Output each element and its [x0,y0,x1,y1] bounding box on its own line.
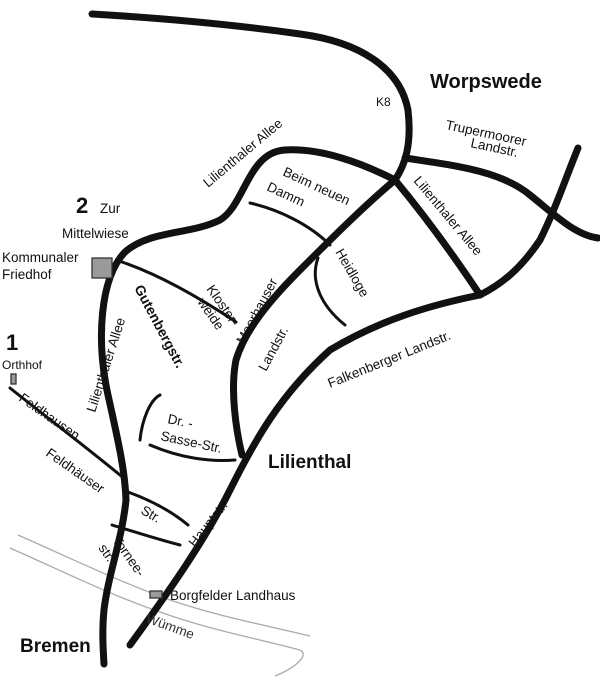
marker-2-text-2: Mittelwiese [62,226,129,241]
marker-2-text-1: Zur [100,201,121,216]
minor-roads [8,201,347,547]
place-lilienthal: Lilienthal [268,452,351,473]
road-lilienthaler-allee-bottom [99,496,130,668]
friedhof-marker [91,257,113,279]
road-klosterweide [120,260,238,324]
road-gutenbergstr [138,393,162,442]
label-gutenbergstr: Gutenbergstr. [131,282,188,371]
road-feldhausen [8,386,128,482]
road-k8 [88,10,413,184]
road-heidloge [313,256,347,327]
label-dr-sasse-1: Dr. - [166,411,194,431]
marker-1-number: 1 [6,330,18,355]
label-moorhauser-2: Landstr. [255,324,291,373]
label-falkenberger: Falkenberger Landstr. [326,328,453,391]
road-beim-neuen-damm [248,201,332,247]
road-trupermoorer-landstr [401,154,600,242]
river-wuemme [9,534,311,677]
borgfelder-label: Borgfelder Landhaus [170,588,296,603]
main-roads [88,10,600,668]
road-dr-sasse-str [148,443,237,462]
borgfelder-marker [149,590,163,599]
road-lilienthaler-allee-right [391,176,484,299]
place-worpswede: Worpswede [430,71,542,93]
label-k8: K8 [376,95,391,109]
road-lilienthaler-allee-top [98,146,399,504]
label-feldhausen: Feldhausen [16,390,82,443]
place-bremen: Bremen [20,636,91,657]
road-hauptstr [126,291,484,649]
label-hauptstr: Hauptstr. [186,498,231,550]
road-feldhaeuser-str [126,490,190,527]
marker-1-text: Orthhof [2,358,43,372]
friedhof-label-1: Kommunaler [2,250,79,265]
road-moorhauser-landstr [230,176,399,459]
road-northeast [476,144,582,299]
marker-2-number: 2 [76,193,88,218]
road-tornee-str [110,523,182,547]
label-feldhaeuser: Feldhäuser [43,445,107,496]
orthhof-marker [10,373,17,385]
label-heidloge: Heidloge [332,246,372,300]
friedhof-label-2: Friedhof [2,267,52,282]
